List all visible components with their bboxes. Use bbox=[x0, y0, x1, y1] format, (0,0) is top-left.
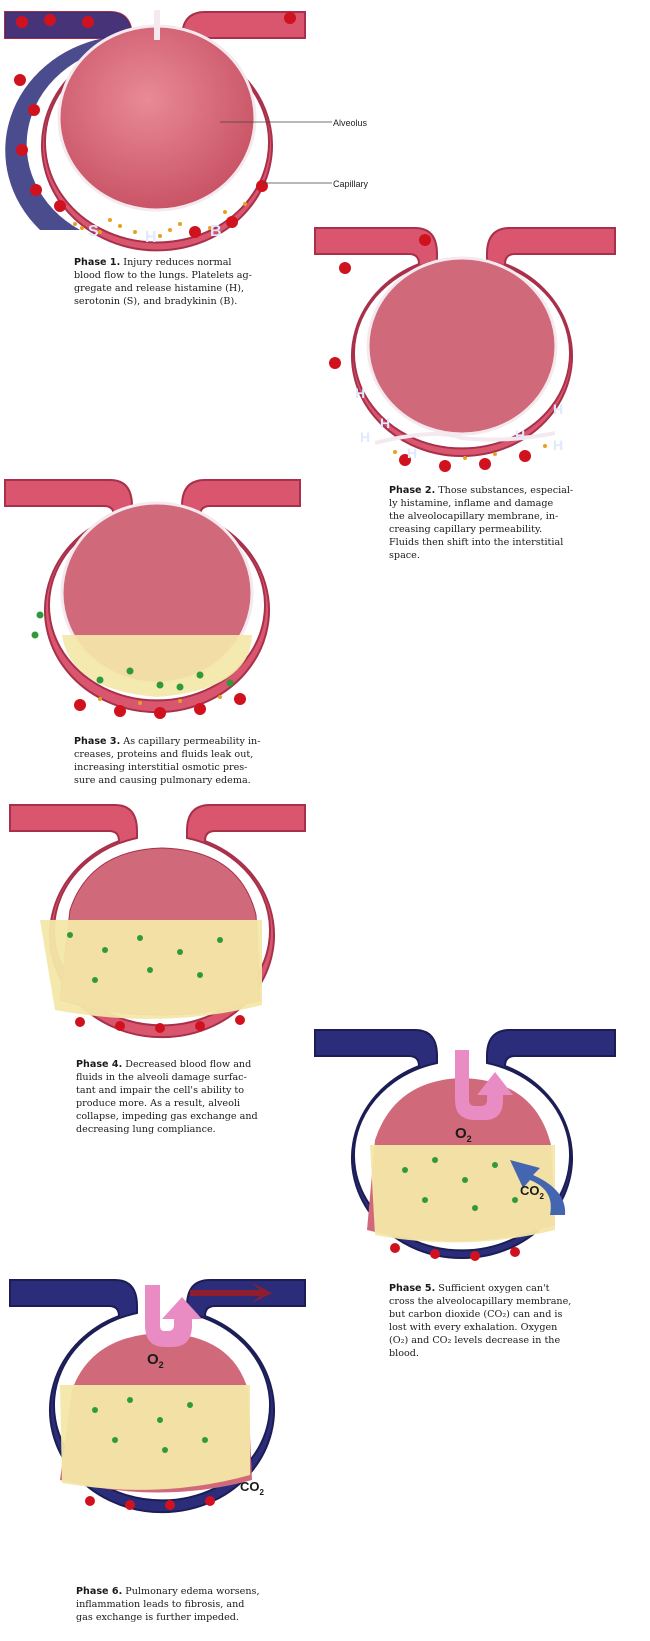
phase-6-caption: Phase 6. Pulmonary edema worsens, inflam… bbox=[76, 1585, 296, 1624]
histamine-marker: H bbox=[553, 401, 563, 417]
caption-line: produce more. As a result, alveoli bbox=[76, 1098, 241, 1109]
caption-line: ly histamine, inflame and damage bbox=[389, 498, 554, 509]
phase-title: Phase 2. bbox=[389, 485, 436, 496]
oxygen-label: O2 bbox=[147, 1351, 164, 1370]
phase-1-svg: S H B bbox=[4, 10, 332, 252]
caption-line: gas exchange is further impeded. bbox=[76, 1612, 239, 1623]
caption-line: Fluids then shift into the interstitial bbox=[389, 537, 564, 548]
alveolus bbox=[57, 24, 257, 212]
caption-line: (O₂) and CO₂ levels decrease in the bbox=[389, 1335, 561, 1346]
alveolus-label: Alveolus bbox=[333, 118, 368, 128]
blood-cells bbox=[75, 1015, 245, 1033]
phase-5-caption: Phase 5. Sufficient oxygen can't cross t… bbox=[389, 1282, 609, 1360]
platelets bbox=[393, 444, 547, 460]
proteins bbox=[402, 1157, 518, 1211]
caption-line: inflammation leads to fibrosis, and bbox=[76, 1599, 245, 1610]
caption-line: increasing interstitial osmotic pres- bbox=[74, 762, 248, 773]
phase-title: Phase 4. bbox=[76, 1059, 123, 1070]
caption-line: the alveolocapillary membrane, in- bbox=[389, 511, 559, 522]
phase-4-caption: Phase 4. Decreased blood flow and fluids… bbox=[76, 1058, 296, 1136]
phase-2-illustration: H H H H H H H bbox=[314, 227, 616, 478]
caption-line: Injury reduces normal bbox=[123, 257, 232, 268]
proteins bbox=[92, 1397, 208, 1453]
serotonin-marker: S bbox=[88, 223, 99, 240]
histamine-markers: H H H H H H H bbox=[355, 385, 563, 461]
bradykinin-marker: B bbox=[210, 223, 222, 240]
capillary-label: Capillary bbox=[333, 179, 369, 189]
phase-1-illustration: S H B bbox=[0, 0, 332, 252]
caption-line: Pulmonary edema worsens, bbox=[125, 1586, 260, 1597]
caption-line: but carbon dioxide (CO₂) can and is bbox=[389, 1309, 563, 1320]
histamine-marker: H bbox=[407, 445, 417, 461]
caption-line: Sufficient oxygen can't bbox=[438, 1283, 550, 1294]
caption-line: blood. bbox=[389, 1348, 419, 1359]
oxygen-label: O2 bbox=[455, 1125, 472, 1144]
caption-line: fluids in the alveoli damage surfac- bbox=[76, 1072, 247, 1083]
phase-3-illustration bbox=[0, 475, 305, 725]
caption-line: creases, proteins and fluids leak out, bbox=[74, 749, 254, 760]
phase-6-illustration: O2 CO2 bbox=[0, 1275, 310, 1520]
blood-cells bbox=[329, 234, 531, 472]
phase-3-svg bbox=[4, 479, 301, 719]
phase-2-svg: H H H H H H H bbox=[314, 227, 616, 472]
co2-label: CO2 bbox=[240, 1479, 265, 1497]
caption-line: As capillary permeability in- bbox=[123, 736, 261, 747]
flow-arrow bbox=[190, 1283, 272, 1303]
caption-line: blood flow to the lungs. Platelets ag- bbox=[74, 270, 252, 281]
co2-arrow bbox=[510, 1160, 566, 1215]
interstitial-fluid bbox=[370, 1145, 555, 1243]
caption-line: lost with every exhalation. Oxygen bbox=[389, 1322, 558, 1333]
phase-title: Phase 3. bbox=[74, 736, 121, 747]
callout-labels: Alveolus Capillary bbox=[333, 118, 369, 189]
phase-4-svg bbox=[9, 804, 306, 1039]
phase-5-svg: O2 CO2 bbox=[314, 1029, 616, 1261]
proteins bbox=[67, 932, 223, 983]
co2-label: CO2 bbox=[520, 1183, 545, 1201]
oxygen-arrow bbox=[455, 1050, 513, 1120]
phase-4-illustration bbox=[0, 800, 310, 1050]
blood-cells bbox=[85, 1496, 215, 1510]
caption-line: Those substances, especial- bbox=[438, 485, 574, 496]
histamine-marker: H bbox=[515, 427, 525, 443]
caption-line: serotonin (S), and bradykinin (B). bbox=[74, 296, 238, 307]
histamine-marker: H bbox=[380, 415, 390, 431]
platelets bbox=[73, 202, 247, 238]
blood-cells bbox=[390, 1243, 520, 1261]
caption-line: tant and impair the cell's ability to bbox=[76, 1085, 245, 1096]
oxygen-arrow bbox=[145, 1285, 202, 1347]
caption-line: Decreased blood flow and bbox=[125, 1059, 252, 1070]
platelets bbox=[98, 695, 222, 705]
phase-title: Phase 5. bbox=[389, 1283, 436, 1294]
phase-1-caption: Phase 1. Injury reduces normal blood flo… bbox=[74, 256, 294, 308]
histamine-marker: H bbox=[553, 437, 563, 453]
blood-cells bbox=[14, 12, 296, 238]
interstitial-fluid bbox=[62, 635, 252, 697]
caption-line: space. bbox=[389, 550, 420, 561]
caption-line: gregate and release histamine (H), bbox=[74, 283, 245, 294]
phase-6-svg: O2 CO2 bbox=[9, 1279, 306, 1514]
caption-line: decreasing lung compliance. bbox=[76, 1124, 216, 1135]
caption-line: creasing capillary permeability. bbox=[389, 524, 543, 535]
blood-cells bbox=[74, 693, 246, 719]
caption-line: sure and causing pulmonary edema. bbox=[74, 775, 251, 786]
histamine-marker: H bbox=[360, 429, 370, 445]
interstitial-fluid bbox=[60, 1385, 250, 1490]
phase-title: Phase 1. bbox=[74, 257, 121, 268]
phase-title: Phase 6. bbox=[76, 1586, 123, 1597]
proteins bbox=[31, 611, 234, 691]
alveolus bbox=[366, 256, 558, 436]
caption-line: collapse, impeding gas exchange and bbox=[76, 1111, 258, 1122]
phase-3-caption: Phase 3. As capillary permeability in- c… bbox=[74, 735, 294, 787]
phase-2-caption: Phase 2. Those substances, especial- ly … bbox=[389, 484, 609, 562]
histamine-marker: H bbox=[145, 229, 157, 246]
histamine-marker: H bbox=[355, 385, 365, 401]
phase-5-illustration: O2 CO2 bbox=[314, 1029, 616, 1275]
caption-line: cross the alveolocapillary membrane, bbox=[389, 1296, 572, 1307]
